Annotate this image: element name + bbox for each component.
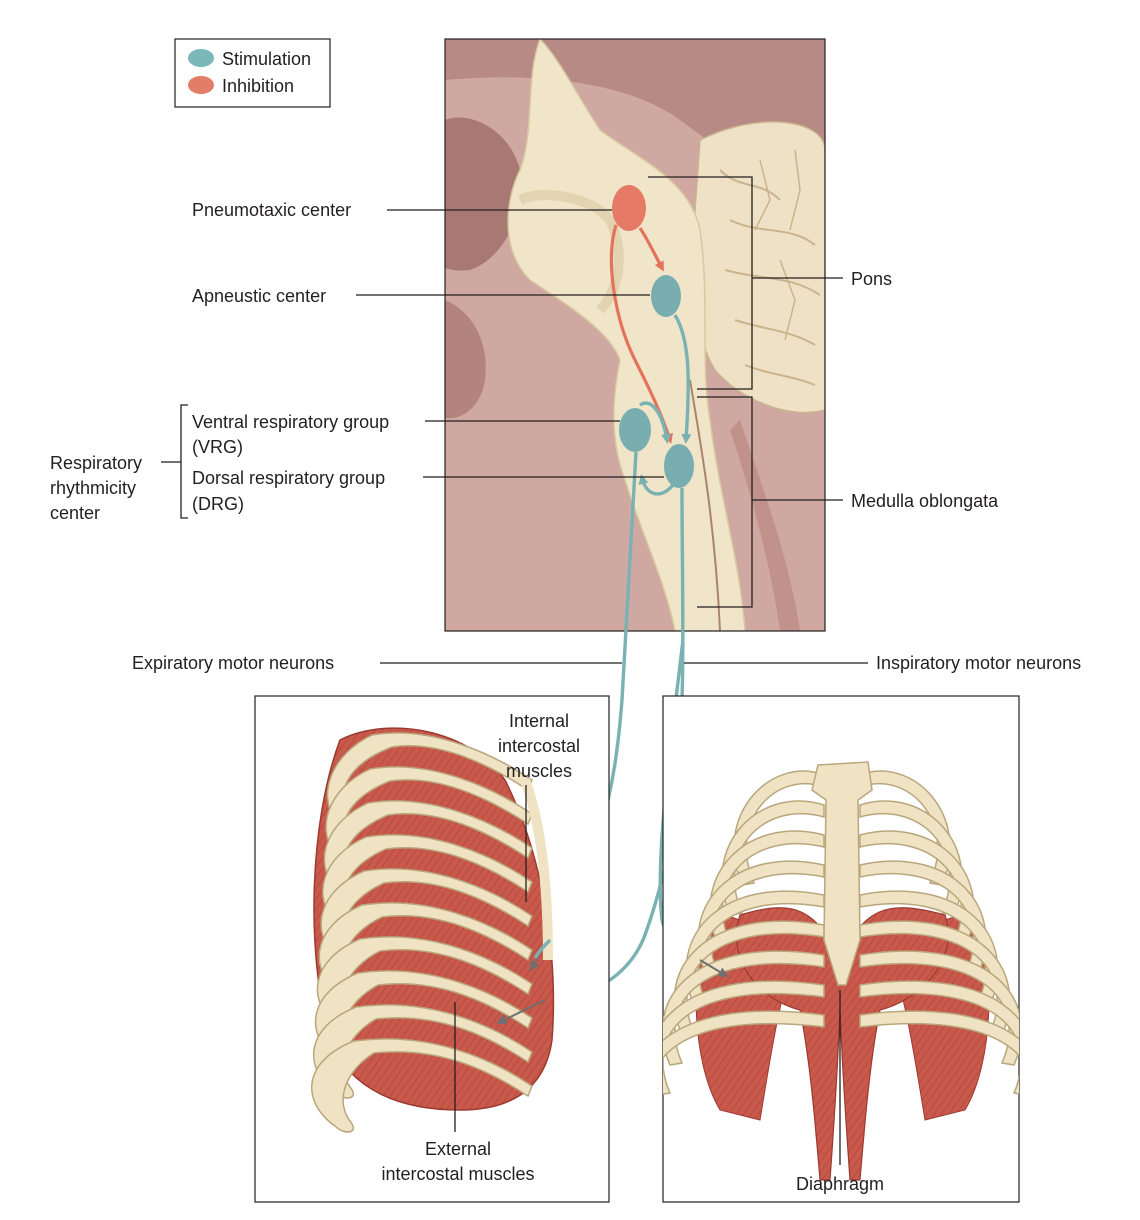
internal-intercostal-label-line2: intercostal [498,736,580,756]
vrg-node [619,408,651,452]
sternum [811,761,873,986]
vrg-label-line1: Ventral respiratory group [192,412,389,432]
medulla-oblongata-label: Medulla oblongata [851,491,999,511]
external-intercostal-label-line1: External [425,1139,491,1159]
front-rib-right [859,950,1019,1066]
internal-intercostal-label-line1: Internal [509,711,569,731]
front-rib-left [733,770,825,886]
drg-node [664,444,694,488]
front-rib-right [859,980,1019,1095]
apneustic-to-drg-arrow [673,314,692,444]
pneumotaxic-to-apneustic-arrow [638,227,664,272]
cerebrum-tissue [445,39,825,210]
drg-label-line2: (DRG) [192,494,244,514]
external-intercostal-arrow [496,999,546,1024]
external-intercostal-label-line2: intercostal muscles [381,1164,534,1184]
stimulation-swatch [188,49,214,67]
legend-inhibition-label: Inhibition [222,76,294,96]
drg-to-vrg-arrow [638,474,675,496]
apneustic-center-node [651,275,681,317]
diaphragm-label: Diaphragm [796,1174,884,1194]
thalamus-region [445,117,521,271]
expiratory-terminal [533,938,552,959]
spinal-vessel [730,420,800,631]
internal-intercostal-label-line3: muscles [506,761,572,781]
rrc-bracket [180,404,188,519]
front-ribcage-panel: Diaphragm [662,695,1020,1203]
side-rib [311,1038,533,1133]
vrg-to-drg-arrow [639,401,671,444]
side-ribcage-illustration [311,727,555,1133]
rrc-label-line3: center [50,503,100,523]
legend-stimulation-label: Stimulation [222,49,311,69]
front-rib-left [663,950,825,1066]
diaphragm-muscle [735,907,949,1181]
pons-bracket [648,176,753,390]
pons-label: Pons [851,269,892,289]
side-ribcage-panel: Internal intercostal muscles External in… [254,695,610,1203]
brainstem-panel [444,38,826,632]
rrc-label-line2: rhythmicity [50,478,136,498]
medulla-bracket [697,396,753,608]
front-rib-left [663,980,825,1095]
front-rib-right [859,770,951,886]
internal-intercostal-arrow [529,957,540,972]
front-rib-left [663,1010,825,1060]
costal-cartilage [520,778,553,961]
apneustic-center-label: Apneustic center [192,286,326,306]
temporal-region [445,300,486,419]
inhibition-swatch [188,76,214,94]
side-ribs [311,732,533,1133]
pneumotaxic-center-label: Pneumotaxic center [192,200,351,220]
rrc-label-line1: Respiratory [50,453,142,473]
vrg-label-line2: (VRG) [192,437,243,457]
front-ribcage-illustration [663,761,1019,1181]
diaphragm-arrow [699,959,729,978]
expiratory-motor-neurons-label: Expiratory motor neurons [132,653,334,673]
inspiratory-motor-neurons-label: Inspiratory motor neurons [876,653,1081,673]
front-ribs [663,770,1019,1095]
central-canal [689,379,721,631]
front-rib-right [859,1010,1019,1057]
drg-label-line1: Dorsal respiratory group [192,468,385,488]
legend: Stimulation Inhibition [174,38,331,108]
pneumotaxic-center-node [612,185,646,231]
brainstem-panel-border [444,38,826,632]
